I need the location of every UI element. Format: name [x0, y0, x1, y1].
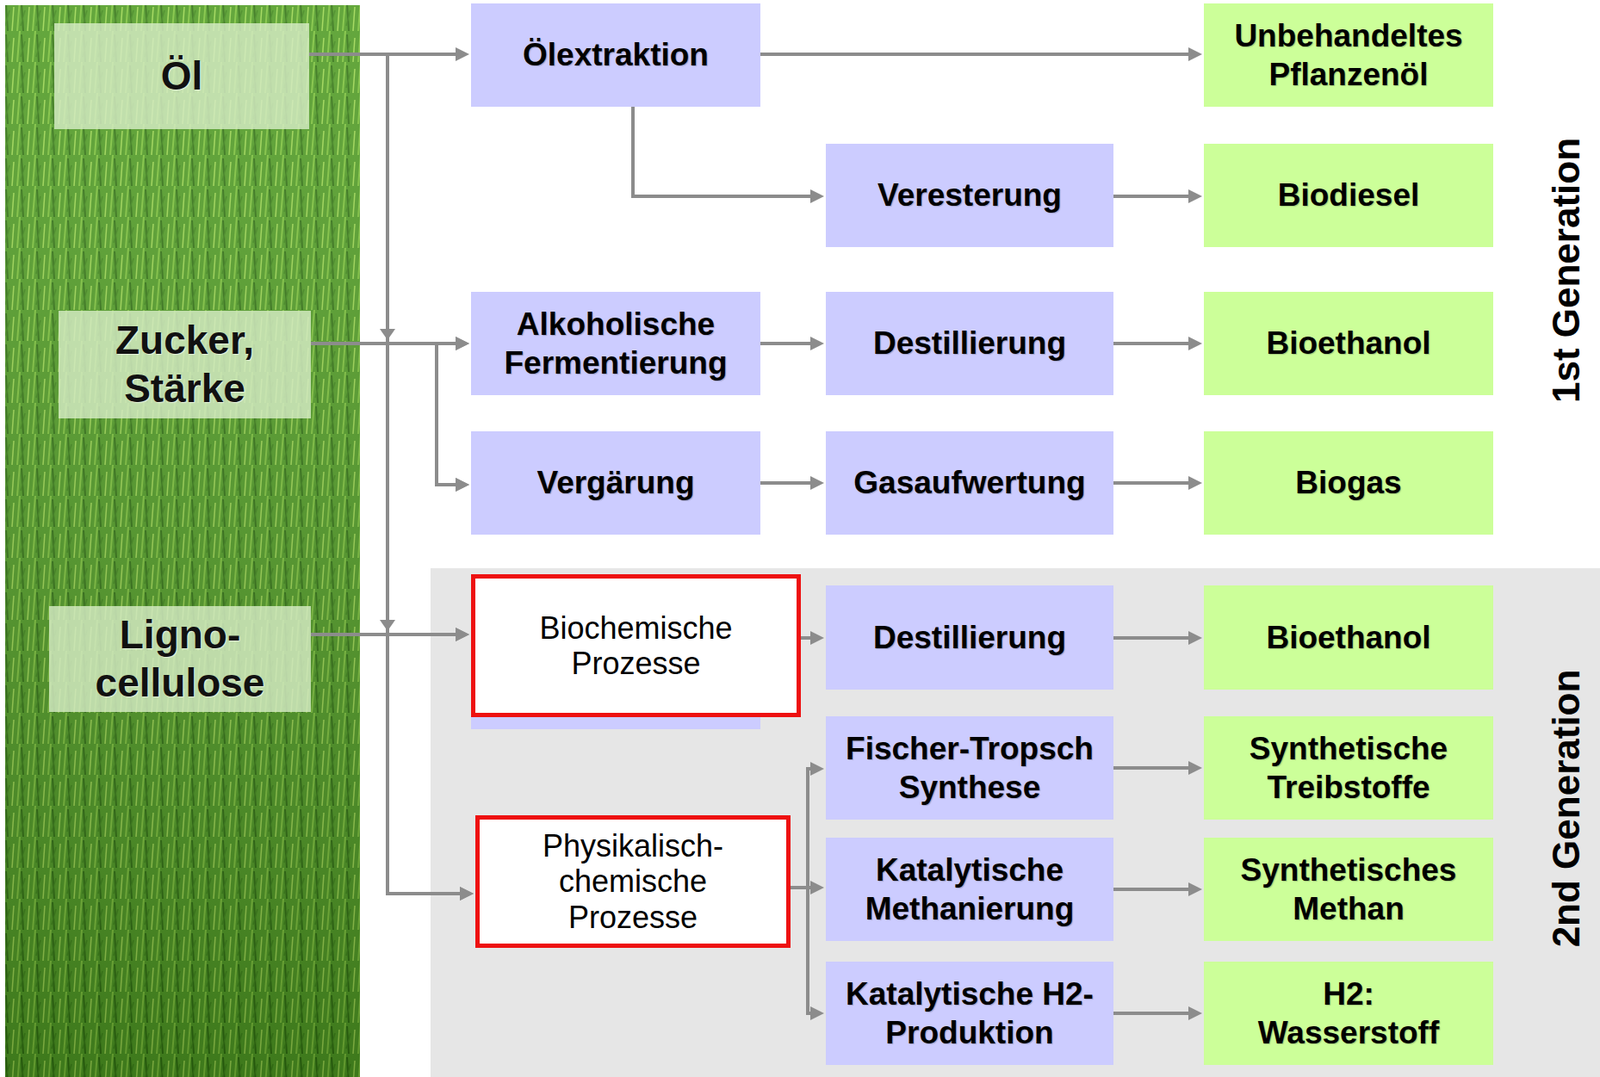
product-box: H2: Wasserstoff	[1203, 961, 1494, 1066]
box-text: Destillierung	[873, 618, 1067, 658]
box-text: H2: Wasserstoff	[1231, 974, 1466, 1053]
flow-arrow	[790, 768, 818, 888]
box-text: Alkoholische Fermentierung	[479, 304, 752, 383]
flow-arrow	[1113, 636, 1196, 640]
process-box: Vergärung	[471, 431, 761, 535]
box-text: Gasaufwertung	[853, 463, 1086, 503]
generation-label: 2nd Generation	[1544, 669, 1588, 949]
process-box: Alkoholische Fermentierung	[471, 291, 761, 396]
process-box: Ölextraktion	[471, 3, 761, 107]
flow-arrow	[310, 343, 463, 485]
process-box: Katalytische Methanierung	[825, 837, 1114, 942]
flow-arrow	[1113, 194, 1196, 199]
flow-arrow	[1113, 887, 1196, 892]
flow-arrow	[760, 52, 1196, 56]
product-box: Bioethanol	[1203, 585, 1494, 690]
box-text: Destillierung	[873, 323, 1067, 363]
product-box: Biodiesel	[1203, 143, 1494, 248]
flow-arrow	[790, 887, 818, 1014]
flow-arrow	[760, 341, 818, 346]
process-box: Katalytische H2-Produktion	[825, 961, 1114, 1066]
box-text: Biochemische Prozesse	[515, 610, 757, 683]
flow-arrow	[1113, 766, 1196, 770]
source-box: Ligno- cellulose	[49, 606, 311, 713]
process-box: Fischer-Tropsch Synthese	[825, 716, 1114, 820]
process-box: Veresterung	[825, 143, 1114, 248]
box-text: Katalytische H2-Produktion	[833, 974, 1106, 1053]
product-box: Synthetisches Methan	[1203, 837, 1494, 942]
box-text: Zucker, Stärke	[72, 316, 298, 412]
grass-shade	[5, 5, 360, 1077]
flow-arrow	[310, 634, 467, 894]
process-group-box: Biochemische Prozesse	[471, 574, 801, 718]
box-text: Synthetisches Methan	[1231, 850, 1466, 929]
box-text: Katalytische Methanierung	[833, 850, 1106, 929]
source-box: Zucker, Stärke	[58, 310, 311, 419]
box-text: Ölextraktion	[522, 35, 709, 75]
second-generation-band	[430, 568, 1600, 1077]
process-box: Destillierung	[825, 291, 1114, 396]
flow-arrow	[309, 54, 467, 894]
product-box: Biogas	[1203, 431, 1494, 535]
product-box: Synthetische Treibstoffe	[1203, 716, 1494, 820]
box-text: Synthetische Treibstoffe	[1231, 729, 1466, 807]
flow-arrow	[1113, 1011, 1196, 1016]
box-text: Unbehandeltes Pflanzenöl	[1231, 16, 1466, 94]
grass-picture	[5, 5, 360, 1077]
box-text: Öl	[161, 52, 204, 100]
flow-arrow	[800, 636, 818, 640]
box-text: Biodiesel	[1277, 175, 1421, 215]
box-text: Biogas	[1295, 463, 1402, 503]
flow-arrow	[1113, 481, 1196, 485]
product-box: Bioethanol	[1203, 291, 1494, 396]
process-box: Destillierung	[825, 585, 1114, 690]
source-box: Öl	[54, 23, 310, 130]
box-text: Physikalisch- chemische Prozesse	[512, 828, 754, 936]
process-box: Gasaufwertung	[825, 431, 1114, 535]
flow-arrow	[632, 106, 818, 197]
process-group-box: Physikalisch- chemische Prozesse	[475, 815, 791, 949]
box-text: Bioethanol	[1265, 323, 1431, 363]
flow-arrow	[1113, 341, 1196, 346]
box-text: Vergärung	[537, 463, 695, 503]
box-text: Veresterung	[877, 175, 1062, 215]
box-text: Ligno- cellulose	[67, 611, 293, 707]
flow-arrow	[760, 481, 818, 485]
product-box: Unbehandeltes Pflanzenöl	[1203, 3, 1494, 107]
generation-label: 1st Generation	[1544, 137, 1588, 404]
box-text: Bioethanol	[1265, 618, 1431, 658]
box-text: Fischer-Tropsch Synthese	[833, 729, 1106, 807]
